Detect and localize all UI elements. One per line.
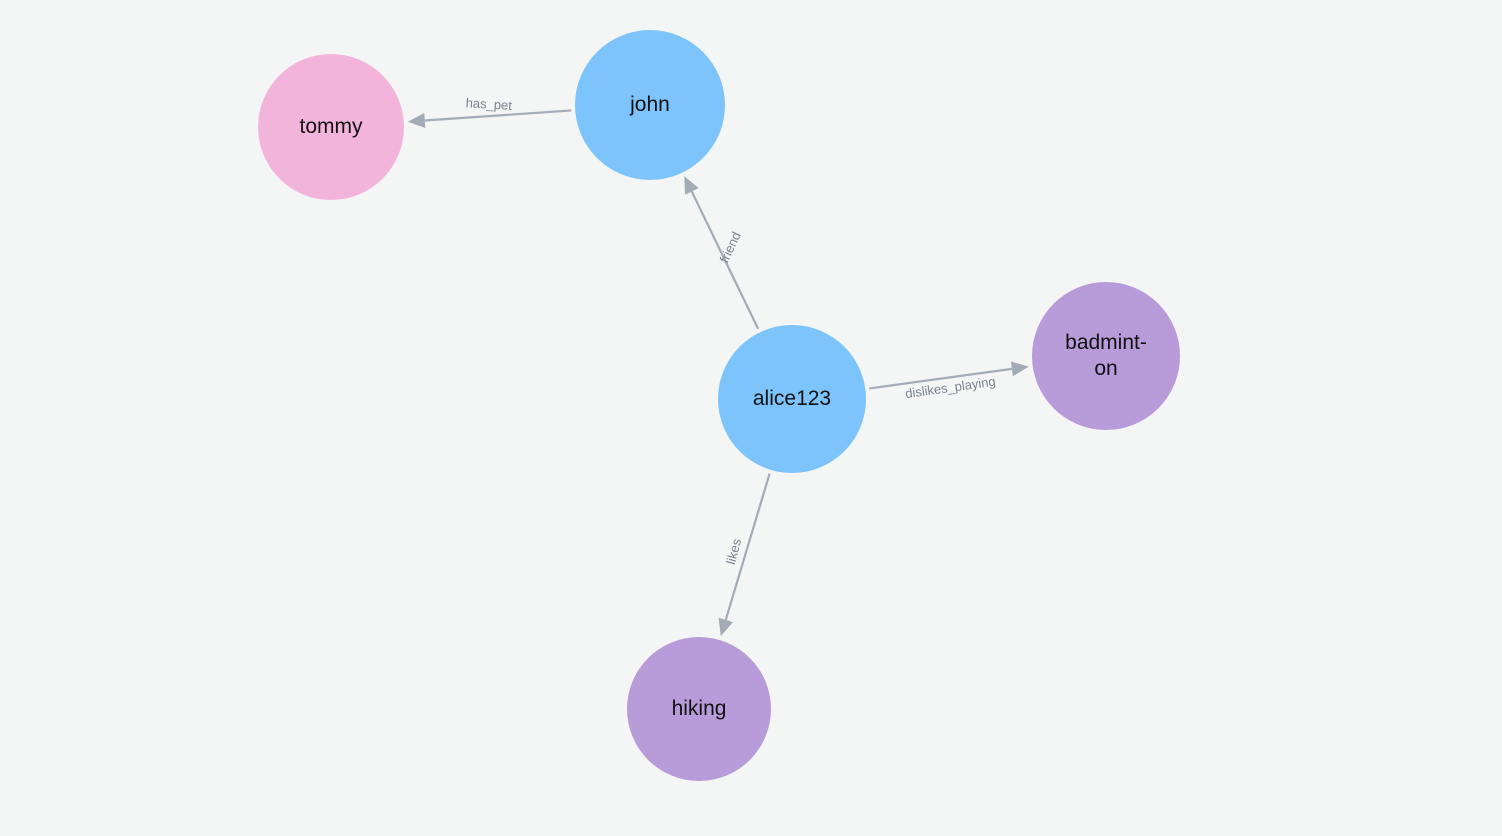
node-circle[interactable] (627, 637, 771, 781)
node-circle[interactable] (718, 325, 866, 473)
edge-line (424, 109, 572, 122)
edge-arrowhead-icon (684, 176, 699, 195)
node-circle[interactable] (575, 30, 725, 180)
edge-arrowhead-icon (718, 617, 733, 637)
graph-node-tommy[interactable]: tommy (258, 54, 404, 200)
node-circle[interactable] (258, 54, 404, 200)
graph-node-hiking[interactable]: hiking (627, 637, 771, 781)
edge-line (690, 190, 760, 330)
graph-edge[interactable]: friend (684, 176, 760, 330)
graph-node-john[interactable]: john (575, 30, 725, 180)
edge-line (724, 473, 771, 621)
edge-label: has_pet (465, 95, 512, 113)
graph-edge[interactable]: dislikes_playing (869, 361, 1029, 401)
graph-node-badminton[interactable]: badmint-on (1032, 282, 1180, 430)
edge-label: friend (716, 229, 743, 265)
nodes-layer: tommy john alice123 badmint-on hiking (258, 30, 1180, 781)
edge-arrowhead-icon (1010, 361, 1029, 377)
graph-edge[interactable]: has_pet (407, 95, 572, 129)
node-circle[interactable] (1032, 282, 1180, 430)
graph-node-alice123[interactable]: alice123 (718, 325, 866, 473)
edge-line (869, 367, 1013, 390)
edge-label: likes (723, 537, 744, 566)
graph-edge[interactable]: likes (718, 473, 771, 637)
edge-arrowhead-icon (407, 113, 426, 129)
